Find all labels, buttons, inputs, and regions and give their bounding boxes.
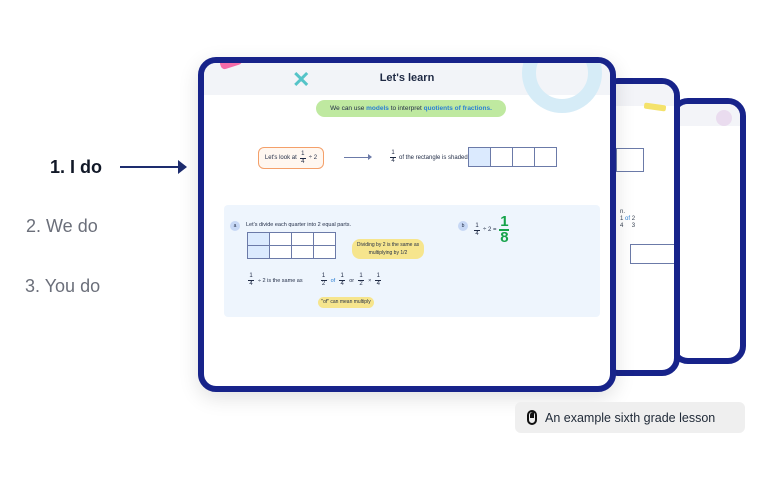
operator: ÷ 2 =: [483, 227, 497, 233]
caption-text: An example sixth grade lesson: [545, 410, 716, 425]
denominator: 8: [500, 229, 509, 246]
look-at-box: Let's look at 1 4 ÷ 2: [258, 147, 324, 169]
fraction: 1 4: [390, 150, 396, 165]
hint-bubble: Dividing by 2 is the same as multiplying…: [352, 239, 424, 259]
quarter-rectangle-model: [468, 147, 557, 167]
step-you-do[interactable]: 3. You do: [25, 276, 101, 296]
lesson-caption: An example sixth grade lesson: [515, 402, 745, 433]
decorative-ring-icon: [522, 63, 602, 113]
denominator: 2: [359, 281, 363, 287]
arrow-head-icon: [178, 160, 187, 174]
rectangle-cell: [269, 245, 292, 259]
numerator: 1: [391, 150, 395, 156]
step-we-do[interactable]: 2. We do: [26, 216, 98, 236]
denominator: 2: [321, 281, 326, 287]
denominator: 4: [249, 281, 253, 287]
of-text: of: [330, 277, 336, 284]
rectangle-cell: [490, 147, 513, 167]
denominator: 4: [391, 158, 395, 164]
numerator: 1: [301, 150, 305, 157]
rectangle-cell: [534, 147, 557, 167]
multiply-pill: "of" can mean multiply: [318, 297, 374, 308]
result-fraction: 1 8: [499, 213, 510, 246]
numerator: 2: [631, 216, 636, 222]
denominator: 4: [620, 223, 624, 229]
rectangle-cell-shaded: [247, 232, 270, 246]
fraction-label: n.: [620, 209, 626, 215]
fraction: 1 2: [320, 273, 327, 288]
part-a-title: Let's divide each quarter into 2 equal p…: [246, 222, 352, 228]
denominator: 4: [475, 230, 479, 237]
rectangle-cell: [313, 232, 336, 246]
look-suffix: ÷ 2: [308, 155, 318, 161]
fraction: 1 4: [474, 223, 480, 238]
lesson-card-back-2: [670, 98, 746, 364]
rectangle-cell: [512, 147, 535, 167]
lesson-card-main: ✕ Let's learn We can use models to inter…: [198, 57, 616, 392]
rectangle-cell: [291, 232, 314, 246]
decorative-pink-shape-icon: [218, 63, 244, 71]
numerator: 1: [321, 273, 326, 279]
mouse-icon: [527, 410, 537, 425]
fraction: 1 4: [339, 273, 346, 288]
rectangle-cell: [291, 245, 314, 259]
decorative-x-icon: ✕: [292, 67, 311, 92]
times-operator: ×: [368, 277, 372, 284]
eighths-rectangle-model: [247, 232, 336, 259]
model-rectangle: [630, 244, 674, 264]
denominator: 4: [340, 281, 344, 287]
denominator: 4: [301, 158, 305, 165]
fraction: 1 4: [299, 150, 306, 166]
fraction-text: n. 1 of 2 4 3: [620, 209, 635, 230]
lesson-header: ✕ Let's learn: [204, 63, 610, 113]
model-rectangle: [616, 148, 644, 172]
card-header: [606, 84, 674, 106]
numerator: 1: [620, 216, 624, 222]
lesson-title: Let's learn: [379, 72, 435, 84]
intro-highlight-quotients: quotients of fractions.: [423, 105, 492, 112]
part-b-badge: b: [458, 221, 468, 231]
numerator: 1: [376, 273, 380, 279]
rectangle-cell-shaded: [468, 147, 491, 167]
denominator: 3: [631, 223, 636, 229]
operator-text: ÷ 2 is the same as: [258, 277, 303, 284]
rectangle-cell-shaded: [247, 245, 270, 259]
numerator: 1: [359, 273, 363, 279]
worked-example-panel: a Let's divide each quarter into 2 equal…: [224, 205, 600, 317]
look-prefix: Let's look at: [264, 155, 297, 161]
or-text: or: [349, 277, 355, 284]
intro-highlight-models: models: [366, 105, 389, 112]
rectangle-cell: [269, 232, 292, 246]
fraction: 1 4: [248, 273, 254, 288]
numerator: 1: [475, 222, 479, 229]
part-b-equation: 1 4 ÷ 2 = 1 8: [474, 213, 510, 246]
intro-prefix: We can use: [330, 105, 365, 112]
active-step-arrow: [120, 166, 180, 168]
shaded-statement: 1 4 of the rectangle is shaded.: [390, 150, 469, 165]
numerator: 1: [500, 213, 509, 230]
decorative-dot-icon: [716, 110, 732, 126]
intro-middle: to interpret: [390, 105, 422, 112]
part-a-badge: a: [230, 221, 240, 231]
fraction: 1 2: [358, 273, 365, 288]
flow-arrow-icon: [344, 154, 372, 160]
numerator: 1: [340, 273, 344, 279]
denominator: 4: [376, 281, 380, 287]
same-as-statement: 1 4 ÷ 2 is the same as 1 2 of 1 4 or 1 2: [248, 273, 382, 288]
of-text: of: [625, 216, 631, 222]
intro-pill: We can use models to interpret quotients…: [316, 100, 506, 117]
shaded-text: of the rectangle is shaded.: [399, 154, 470, 161]
rectangle-cell: [313, 245, 336, 259]
fraction: 1 4: [375, 273, 382, 288]
step-i-do[interactable]: 1. I do: [50, 157, 103, 177]
step-list: 1. I do 2. We do 3. You do: [0, 0, 200, 492]
numerator: 1: [249, 273, 253, 279]
